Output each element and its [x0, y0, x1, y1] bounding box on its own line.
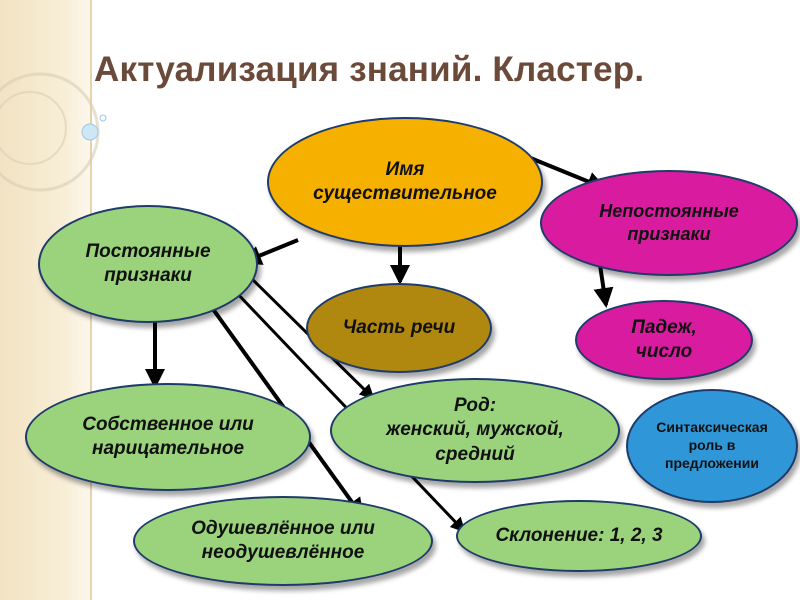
node-constant: Постоянные признаки — [38, 205, 258, 323]
node-noun-label: Имя существительное — [313, 158, 497, 204]
node-animate: Одушевлённое или неодушевлённое — [133, 496, 433, 586]
decorative-circles — [0, 72, 107, 192]
node-declension-label: Склонение: 1, 2, 3 — [495, 524, 663, 546]
node-non-constant: Непостоянные признаки — [540, 170, 798, 276]
node-declension: Склонение: 1, 2, 3 — [456, 500, 702, 572]
node-part-of-speech-label: Часть речи — [342, 316, 456, 338]
node-constant-label: Постоянные признаки — [85, 240, 211, 286]
node-case-number-label: Падеж, число — [631, 316, 697, 362]
node-syntax-role-label: Синтаксическая роль в предложении — [656, 419, 768, 471]
node-case-number: Падеж, число — [575, 300, 753, 380]
node-gender-label: Род: женский, мужской, средний — [386, 395, 564, 465]
page-title: Актуализация знаний. Кластер. — [94, 50, 645, 89]
node-syntax-role: Синтаксическая роль в предложении — [626, 389, 798, 503]
node-part-of-speech: Часть речи — [306, 283, 492, 373]
node-proper-common: Собственное или нарицательное — [25, 383, 311, 491]
node-proper-common-label: Собственное или нарицательное — [82, 413, 254, 459]
node-gender: Род: женский, мужской, средний — [330, 378, 620, 483]
node-animate-label: Одушевлённое или неодушевлённое — [191, 517, 375, 563]
node-noun: Имя существительное — [267, 117, 543, 247]
arrow-non-constant-to-case-number — [593, 264, 614, 308]
node-non-constant-label: Непостоянные признаки — [599, 200, 739, 244]
